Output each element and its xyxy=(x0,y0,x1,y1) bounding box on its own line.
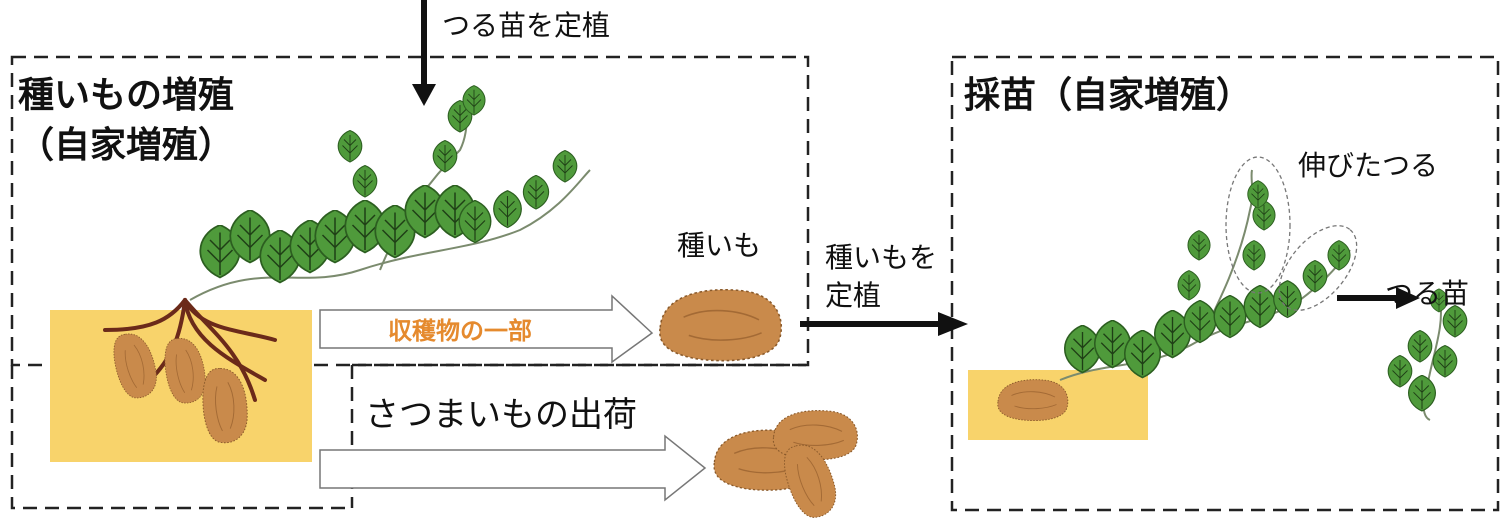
seed-tuber xyxy=(658,288,783,362)
vine-leaves-right xyxy=(1063,180,1351,379)
label-plant-seed-tuber-line2: 定植 xyxy=(825,279,882,312)
label-plant-vine-seedlings: つる苗を定植 xyxy=(442,9,611,42)
vine-highlight-1 xyxy=(1225,156,1291,294)
left-panel-title-line1: 種いもの増殖 xyxy=(18,75,235,116)
arrow-down-head xyxy=(412,84,436,106)
arrow-vine-seedling-head xyxy=(1396,287,1420,309)
label-vine-seedling: つる苗 xyxy=(1385,277,1470,310)
right-panel-title: 採苗（自家増殖） xyxy=(964,75,1253,116)
harvest-arrow xyxy=(319,294,654,364)
vine-leaves-left xyxy=(199,85,578,284)
label-plant-seed-tuber-line1: 種いもを xyxy=(825,241,938,274)
arrow-plant-seed-tuber-head xyxy=(938,312,968,336)
label-shipment: さつまいもの出荷 xyxy=(365,395,637,435)
label-elongated-vines: 伸びたつる xyxy=(1298,149,1439,182)
left-panel-title-line2: （自家増殖） xyxy=(18,125,235,166)
vine-highlight-2 xyxy=(1278,225,1358,311)
label-part-of-harvest: 収穫物の一部 xyxy=(388,317,532,345)
shipment-arrow xyxy=(319,434,707,502)
vine-stem-left xyxy=(189,169,591,301)
right-seed-tuber xyxy=(997,379,1069,422)
label-seed-tuber: 種いも xyxy=(677,229,762,262)
right-panel-frame xyxy=(950,55,1500,512)
